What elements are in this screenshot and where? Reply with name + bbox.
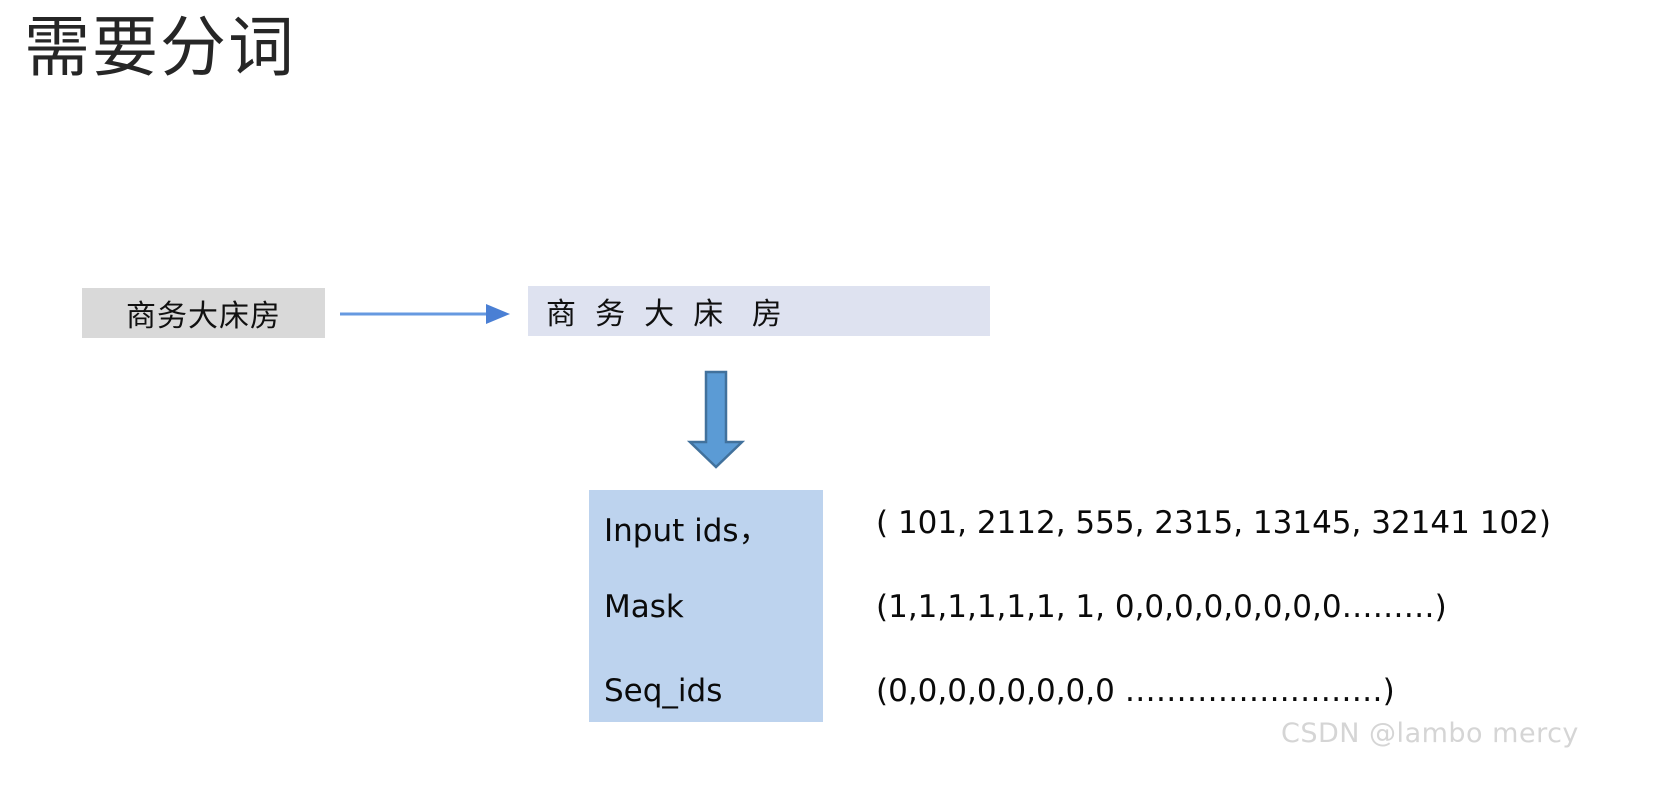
feature-value-seq-ids: (0,0,0,0,0,0,0,0 …………….………) — [876, 673, 1395, 709]
feature-label-seq-ids: Seq_ids — [604, 673, 723, 709]
source-term-box: 商务大床房 — [82, 288, 325, 338]
feature-value-input-ids: ( 101, 2112, 555, 2315, 13145, 32141 102… — [876, 505, 1551, 541]
feature-label-mask: Mask — [604, 589, 684, 625]
feature-label-input-ids: Input ids， — [604, 513, 770, 549]
feature-label-panel — [589, 490, 823, 722]
tokenized-term-box: 商 务 大 床 房 — [528, 286, 990, 336]
watermark: CSDN @lambo mercy — [1281, 718, 1579, 749]
page-title: 需要分词 — [24, 9, 296, 86]
tokenized-term-label: 商 务 大 床 房 — [546, 297, 782, 332]
arrow-right-icon — [338, 296, 514, 332]
feature-value-mask: (1,1,1,1,1,1, 1, 0,0,0,0,0,0,0,0………) — [876, 589, 1447, 625]
arrow-down-icon — [660, 370, 770, 470]
source-term-label: 商务大床房 — [126, 299, 281, 334]
